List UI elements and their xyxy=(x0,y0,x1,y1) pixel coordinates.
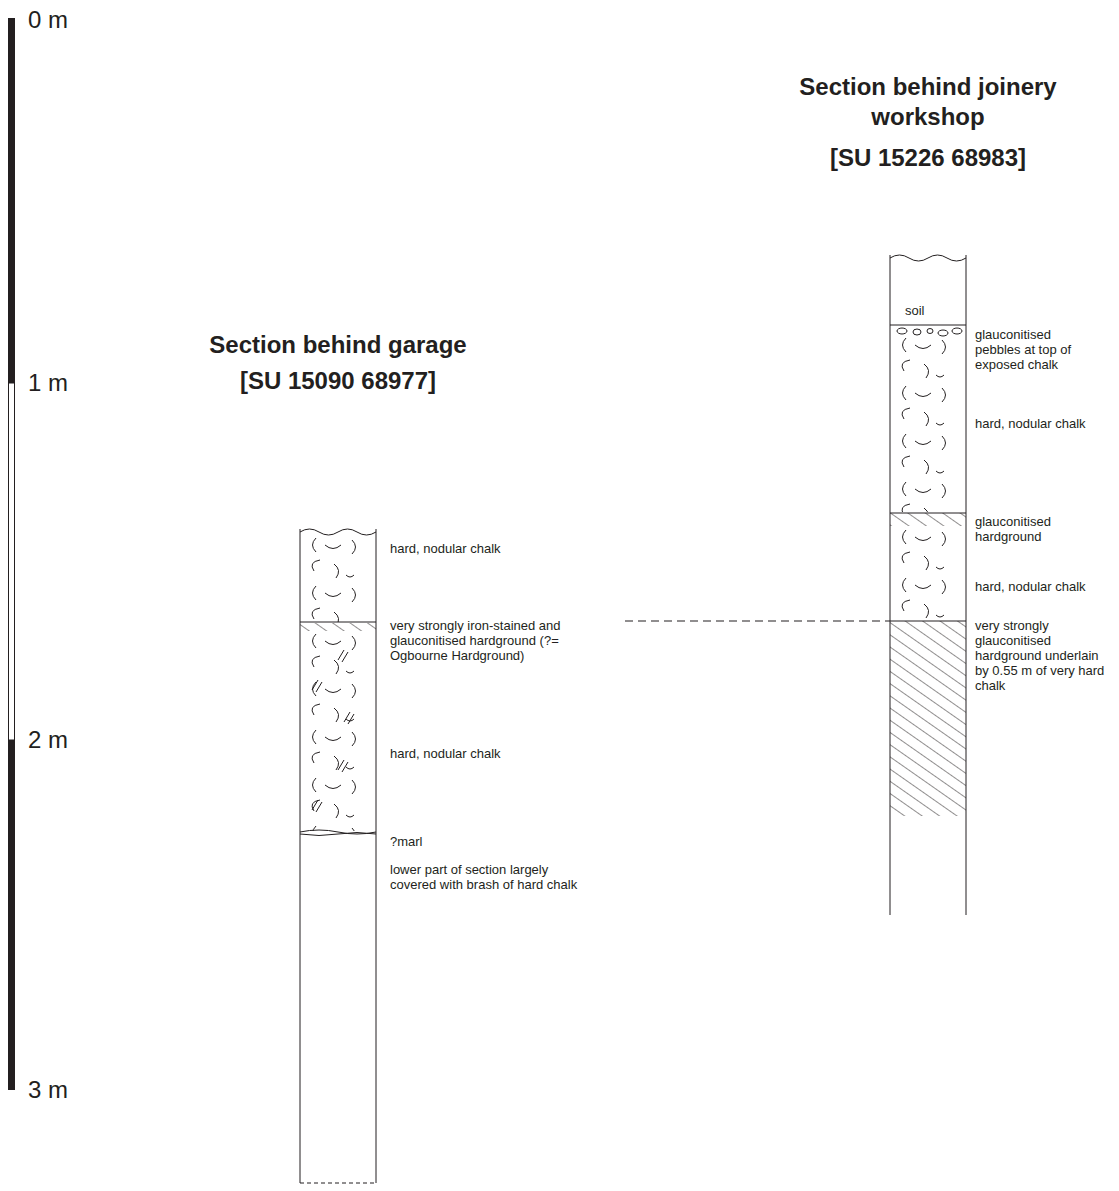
correlation-line xyxy=(625,620,890,621)
log-column: Section behind joinery workshop[SU 15226… xyxy=(890,255,966,915)
lithology-label: hard, nodular chalk xyxy=(390,746,610,761)
lithology-label: glauconitised pebbles at top of exposed … xyxy=(975,327,1097,372)
section-title: Section behind joinery workshop xyxy=(763,72,1093,132)
scale-label: 2 m xyxy=(28,726,68,754)
scale-label: 1 m xyxy=(28,369,68,397)
layer-label: soil xyxy=(905,303,925,318)
lithology-label: hard, nodular chalk xyxy=(975,416,1113,431)
scale-label: 3 m xyxy=(28,1076,68,1104)
lithology-label: glauconitised hardground xyxy=(975,514,1075,544)
grid-reference: [SU 15226 68983] xyxy=(763,143,1093,173)
scale-label: 0 m xyxy=(28,6,68,34)
lithology-label: hard, nodular chalk xyxy=(390,541,610,556)
section-title: Section behind garage xyxy=(173,330,503,360)
lithology-label: hard, nodular chalk xyxy=(975,579,1113,594)
lithology-label: very strongly glauconitised hardground u… xyxy=(975,618,1107,693)
lithology-label: ?marl xyxy=(390,834,610,849)
lithology-label: very strongly iron-stained and glauconit… xyxy=(390,618,595,663)
grid-reference: [SU 15090 68977] xyxy=(173,366,503,396)
log-column: Section behind garage[SU 15090 68977] xyxy=(300,530,376,1183)
lithology-label: lower part of section largely covered wi… xyxy=(390,862,585,892)
